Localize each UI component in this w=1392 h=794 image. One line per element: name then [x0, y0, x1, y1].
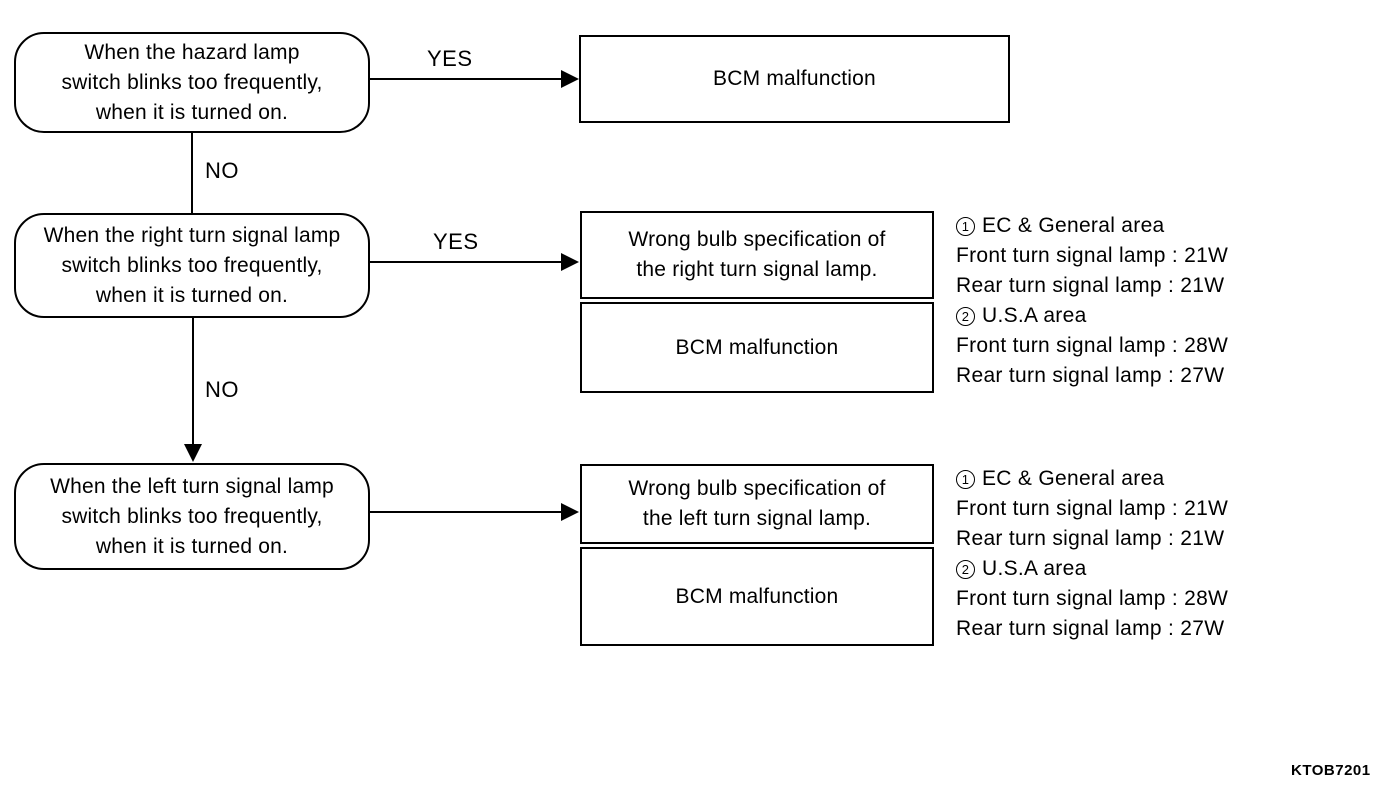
spec-section-title: 1 EC & General area [956, 211, 1228, 241]
node-bcm-malfunction-right: BCM malfunction [580, 302, 934, 393]
spec-line: Front turn signal lamp : 28W [956, 587, 1229, 610]
bulb-spec-note-left: 1 EC & General area Front turn signal lam… [956, 464, 1228, 644]
spec-title-text: U.S.A area [982, 557, 1087, 580]
spec-line: Front turn signal lamp : 21W [956, 497, 1229, 520]
bulb-spec-note-right: 1 EC & General area Front turn signal lam… [956, 211, 1228, 391]
node-text-line: the right turn signal lamp. [636, 258, 878, 281]
spec-line: Front turn signal lamp : 21W [956, 244, 1229, 267]
circled-1-icon: 1 [956, 217, 975, 236]
edge-label-yes1: YES [427, 46, 473, 71]
node-text-line: switch blinks too frequently, [61, 504, 323, 528]
node-text-line: when it is turned on. [95, 283, 289, 307]
circled-1-icon: 1 [956, 470, 975, 489]
circled-2-icon: 2 [956, 307, 975, 326]
edge-left-arrowhead-icon [561, 503, 579, 521]
spec-section-title: 2 U.S.A area [956, 301, 1228, 331]
spec-line: Rear turn signal lamp : 21W [956, 527, 1225, 550]
node-wrong-bulb-left: Wrong bulb specification of the left tur… [580, 464, 934, 544]
node-text-line: BCM malfunction [713, 67, 876, 90]
node-right-turn-condition: When the right turn signal lamp switch b… [14, 213, 370, 318]
node-left-turn-condition: When the left turn signal lamp switch bl… [14, 463, 370, 570]
node-text-line: When the hazard lamp [84, 40, 300, 64]
node-text-line: Wrong bulb specification of [628, 228, 886, 251]
spec-line: Rear turn signal lamp : 21W [956, 274, 1225, 297]
node-text-line: switch blinks too frequently, [61, 70, 323, 94]
node-text-line: the left turn signal lamp. [642, 507, 872, 530]
edge-label-no2: NO [205, 377, 239, 402]
node-bcm-malfunction-top: BCM malfunction [579, 35, 1010, 123]
spec-title-text: U.S.A area [982, 304, 1087, 327]
edge-yes2-line [370, 261, 562, 263]
spec-line: Rear turn signal lamp : 27W [956, 364, 1225, 387]
edge-label-no1: NO [205, 158, 239, 183]
edge-no1-line [191, 133, 193, 213]
circled-2-icon: 2 [956, 560, 975, 579]
node-text-line: When the left turn signal lamp [50, 474, 334, 498]
figure-code: KTOB7201 [1291, 762, 1371, 779]
edge-no2-line [192, 318, 194, 446]
edge-label-yes2: YES [433, 229, 479, 254]
node-text-line: Wrong bulb specification of [628, 477, 886, 500]
node-bcm-malfunction-left: BCM malfunction [580, 547, 934, 646]
spec-line: Front turn signal lamp : 28W [956, 334, 1229, 357]
edge-yes1-line [370, 78, 562, 80]
node-text-line: When the right turn signal lamp [43, 223, 341, 247]
edge-yes2-arrowhead-icon [561, 253, 579, 271]
edge-no2-arrowhead-icon [184, 444, 202, 462]
node-text-line: BCM malfunction [675, 335, 839, 359]
node-hazard-condition: When the hazard lamp switch blinks too f… [14, 32, 370, 133]
spec-section-title: 2 U.S.A area [956, 554, 1228, 584]
node-text-line: switch blinks too frequently, [61, 253, 323, 277]
node-text-line: when it is turned on. [95, 534, 289, 558]
spec-line: Rear turn signal lamp : 27W [956, 617, 1225, 640]
spec-section-title: 1 EC & General area [956, 464, 1228, 494]
edge-yes1-arrowhead-icon [561, 70, 579, 88]
node-wrong-bulb-right: Wrong bulb specification of the right tu… [580, 211, 934, 299]
node-text-line: when it is turned on. [95, 100, 289, 124]
spec-title-text: EC & General area [982, 467, 1165, 490]
spec-title-text: EC & General area [982, 214, 1165, 237]
node-text-line: BCM malfunction [675, 584, 839, 608]
edge-left-line [370, 511, 562, 513]
